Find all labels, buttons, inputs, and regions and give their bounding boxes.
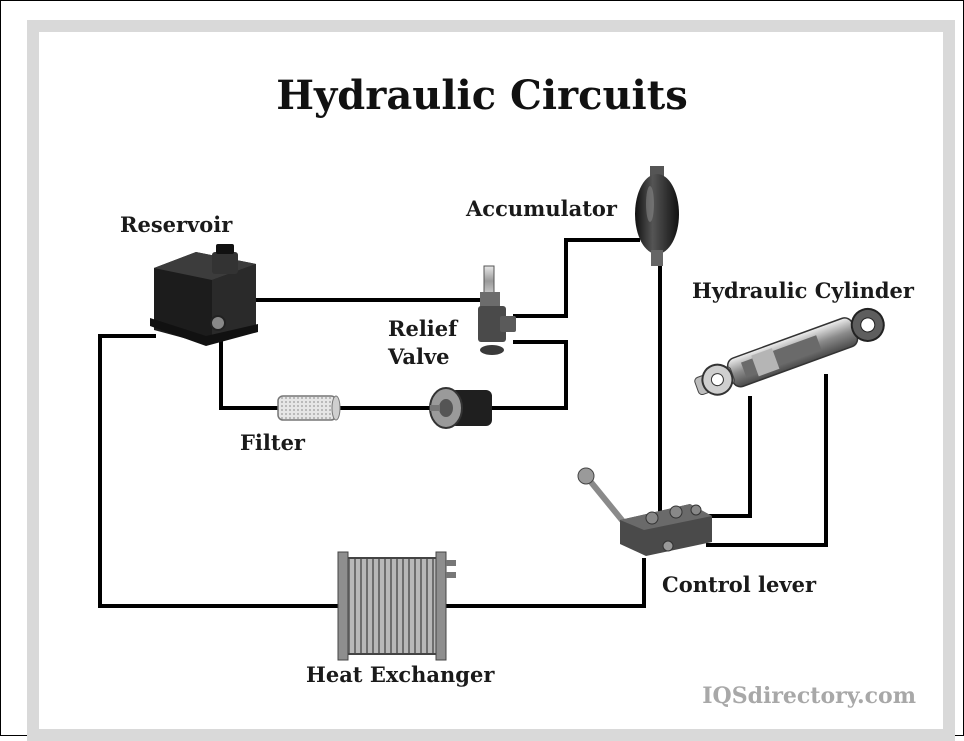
hydraulic-cylinder-label: Hydraulic Cylinder xyxy=(692,278,914,303)
reservoir-icon xyxy=(150,244,258,346)
diagram-title: Hydraulic Circuits xyxy=(276,72,688,119)
pipe-control-to-heat-exchanger xyxy=(438,558,646,608)
pipe-control-to-cylinder-b xyxy=(706,374,828,547)
pipe-relief-to-accumulator xyxy=(513,238,640,318)
filter-icon xyxy=(277,395,341,421)
filter-label: Filter xyxy=(240,430,305,455)
hydraulic-cylinder-icon xyxy=(694,307,885,396)
pump-icon xyxy=(429,387,492,429)
control-valve-icon xyxy=(577,467,712,556)
accumulator-icon xyxy=(635,166,679,266)
pipe-relief-return-to-pump xyxy=(488,340,568,410)
heat-exchanger-label: Heat Exchanger xyxy=(306,662,495,687)
relief-valve-label-line2: Valve xyxy=(388,344,450,369)
watermark-text: IQSdirectory.com xyxy=(702,683,916,709)
accumulator-label: Accumulator xyxy=(466,196,617,221)
heat-exchanger-icon xyxy=(337,551,456,661)
pipe-control-to-cylinder-a xyxy=(706,396,752,518)
pipe-reservoir-to-filter xyxy=(219,340,280,410)
reservoir-label: Reservoir xyxy=(120,212,233,237)
diagram-panel xyxy=(27,20,955,741)
pipe-lines xyxy=(98,238,828,608)
pipe-heat-exchanger-to-reservoir xyxy=(98,334,344,608)
control-lever-label: Control lever xyxy=(662,572,817,597)
relief-valve-label-line1: Relief xyxy=(388,316,458,341)
relief-valve-icon xyxy=(478,265,516,355)
